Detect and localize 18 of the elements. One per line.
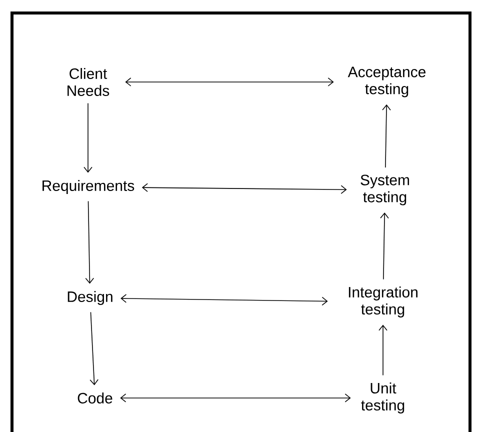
step-label: Client Needs	[68, 68, 110, 96]
arrow	[378, 324, 388, 376]
arrow	[84, 102, 92, 173]
arrow	[380, 212, 389, 280]
arrow	[120, 294, 328, 306]
arrow	[85, 200, 94, 284]
arrow	[90, 312, 98, 386]
arrow	[382, 104, 391, 168]
step-label: Acceptance testing	[348, 66, 426, 98]
step-label: System testing	[360, 174, 409, 206]
step-label: Unit testing	[361, 382, 404, 414]
arrow	[125, 78, 334, 86]
step-label: Requirements	[42, 180, 134, 194]
step-label: Integration testing	[348, 286, 418, 318]
arrow	[142, 183, 347, 194]
arrow	[120, 394, 351, 402]
step-label: Code	[78, 392, 112, 404]
step-label: Design	[68, 291, 112, 305]
